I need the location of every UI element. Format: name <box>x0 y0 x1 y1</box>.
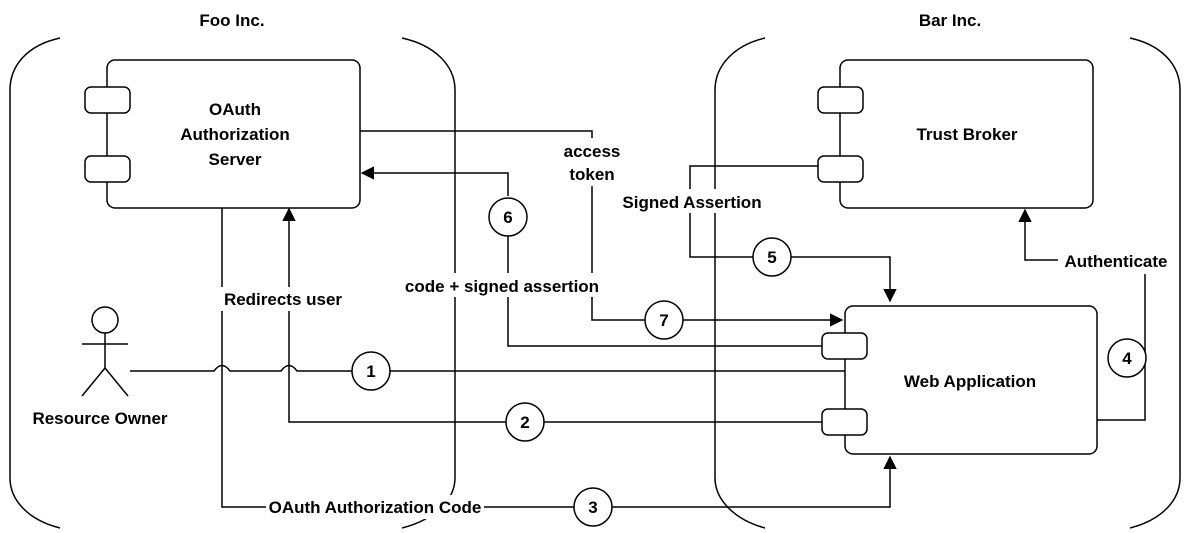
code-assertion-label: code + signed assertion <box>405 277 599 296</box>
step-3-marker: 3 <box>573 487 613 527</box>
resource-owner-label: Resource Owner <box>32 409 167 428</box>
redirects-user-label: Redirects user <box>224 290 342 309</box>
step-5-marker: 5 <box>752 237 792 277</box>
trust-broker-label: Trust Broker <box>916 125 1017 144</box>
authenticate-label: Authenticate <box>1065 252 1168 271</box>
step-7-marker: 7 <box>644 300 684 340</box>
step-1-number: 1 <box>366 362 375 381</box>
code-assertion-arrow <box>360 166 509 196</box>
step1-line <box>130 364 352 372</box>
step-1-marker: 1 <box>351 351 391 391</box>
oauth-server-label-1: OAuth <box>209 100 261 119</box>
oauth-code-label: OAuth Authorization Code <box>269 498 482 517</box>
step-6-number: 6 <box>503 208 512 227</box>
access-token-label-2: token <box>569 165 614 184</box>
resource-owner-actor <box>81 306 129 397</box>
bar-inc-boundary <box>714 37 1181 529</box>
trust-broker-component: Trust Broker <box>817 59 1094 209</box>
oauth-code-arrow <box>612 455 897 508</box>
web-app-label: Web Application <box>904 372 1036 391</box>
step-2-number: 2 <box>520 413 529 432</box>
oauth-server-label-3: Server <box>209 150 262 169</box>
foo-inc-label: Foo Inc. <box>199 11 264 30</box>
step-6-marker: 6 <box>488 197 528 237</box>
bar-inc-label: Bar Inc. <box>919 11 981 30</box>
step-7-number: 7 <box>659 311 668 330</box>
code-assertion-line <box>507 236 822 347</box>
oauth-server-label-2: Authorization <box>180 125 290 144</box>
step-4-marker: 4 <box>1107 338 1147 378</box>
access-token-line <box>360 130 645 321</box>
redirect-arrow <box>282 207 506 423</box>
step-2-marker: 2 <box>505 402 545 442</box>
web-app-component: Web Application <box>821 305 1098 455</box>
step-3-number: 3 <box>588 498 597 517</box>
oauth-server-component: OAuth Authorization Server <box>84 59 361 209</box>
access-token-label-1: access <box>564 142 621 161</box>
signed-assertion-label: Signed Assertion <box>622 193 761 212</box>
oauth-code-line <box>221 208 574 508</box>
step-4-number: 4 <box>1122 349 1132 368</box>
step-5-number: 5 <box>767 248 776 267</box>
signed-assertion-arrow <box>790 256 897 303</box>
